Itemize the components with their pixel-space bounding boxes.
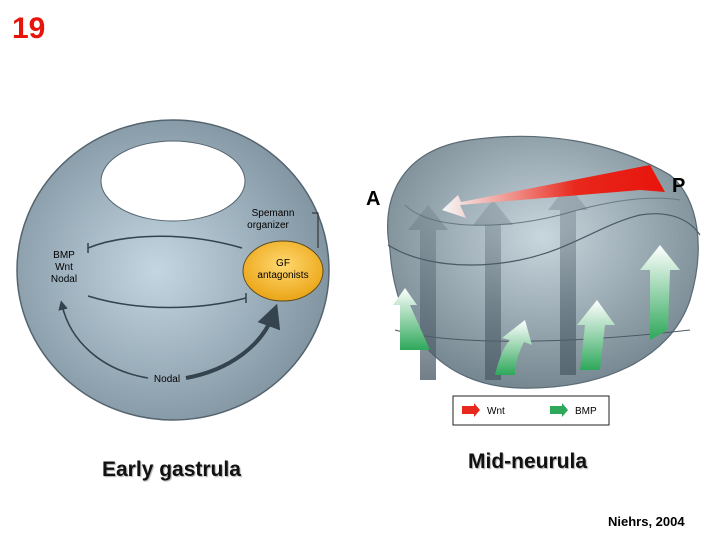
nodal-arrow-right [185,303,281,380]
citation: Niehrs, 2004 [608,514,685,529]
nodal-bottom-label: Nodal [154,374,180,385]
bmp-arrow [640,245,680,340]
early-gastrula-caption: Early gastrula [102,458,241,481]
blastocoel [100,140,246,222]
dark-arrow [548,185,588,375]
signal-wnt: Wnt [55,262,73,273]
organizer-label-1: Spemann [252,208,295,219]
mid-neurula-caption: Mid-neurula [468,450,587,473]
legend-wnt: Wnt [487,406,505,417]
signal-bmp: BMP [53,250,75,261]
dark-arrow [408,205,448,380]
bmp-legend-icon [550,403,568,417]
early-gastrula-embryo: Spemann organizer GF antagonists BMP Wnt… [16,119,330,421]
bmp-arrow [577,300,615,370]
organizer-label-2: organizer [247,220,289,231]
inhibition-arrow-bottom [87,295,247,309]
legend-bmp: BMP [575,406,597,417]
wnt-legend-icon [462,403,480,417]
wnt-arrow [442,165,665,218]
slide-number: 19 [12,12,46,45]
gf-antagonists-ellipse [242,240,324,302]
anterior-label: A [366,188,380,210]
signal-nodal: Nodal [51,274,77,285]
bmp-arrow [495,320,532,375]
legend: Wnt BMP [452,395,610,426]
dark-arrow [473,200,513,380]
gf-label-2: antagonists [257,270,308,281]
posterior-label: P [672,175,685,197]
bmp-arrow [393,288,430,350]
nodal-arrow-left [58,300,149,379]
mid-neurula-embryo: A P [366,135,701,389]
gf-label-1: GF [276,258,290,269]
inhibition-arrow-top [87,235,243,249]
